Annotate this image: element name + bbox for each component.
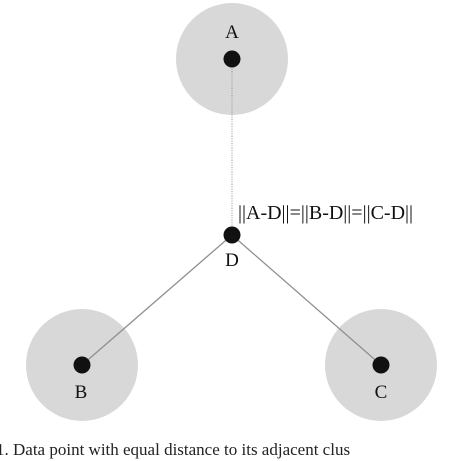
distance-edges xyxy=(81,59,382,366)
equal-distance-equation: ||A-D||=||B-D||=||C-D|| xyxy=(238,202,413,224)
label-d: D xyxy=(225,250,239,271)
point-c xyxy=(372,356,390,374)
label-c: C xyxy=(375,382,388,403)
label-a: A xyxy=(225,22,239,43)
figure-caption: 1. Data point with equal distance to its… xyxy=(0,440,351,459)
label-b: B xyxy=(75,382,88,403)
point-b xyxy=(73,356,91,374)
point-d xyxy=(223,226,241,244)
edge-b-d xyxy=(81,234,233,366)
equidistant-point-diagram: A D B C ||A-D||=||B-D||=||C-D|| xyxy=(26,3,437,421)
edge-c-d xyxy=(231,234,382,366)
data-points xyxy=(73,50,390,374)
point-a xyxy=(223,50,241,68)
